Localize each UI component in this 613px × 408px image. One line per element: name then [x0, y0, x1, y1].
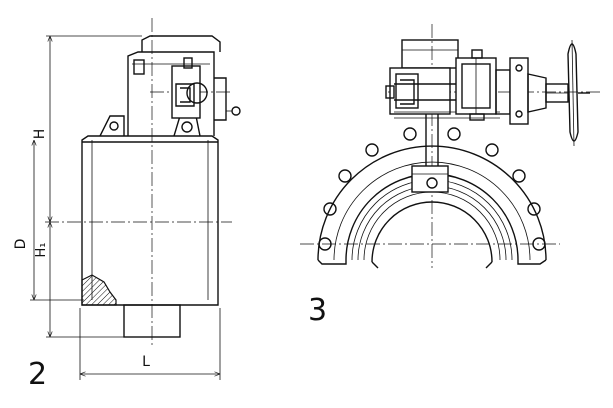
bore-left-end	[371, 261, 379, 269]
bolt-hole	[447, 127, 461, 141]
label-l: L	[142, 354, 150, 370]
bolt-hole	[485, 143, 499, 157]
label-h1: H₁	[34, 243, 49, 258]
valve-body	[81, 135, 219, 306]
bolt-hole	[403, 127, 417, 141]
bolt-hole	[323, 202, 337, 216]
section-hatch	[81, 274, 117, 306]
bottom-boss	[123, 304, 181, 338]
gearbox-top	[401, 39, 459, 69]
left-bracket-hole	[109, 121, 119, 131]
label-d: D	[13, 239, 29, 250]
figure-3-flange-front-view: 3	[300, 24, 600, 328]
indicator-window	[175, 83, 195, 107]
figure-2-valve-side-view: H D H₁ L 2	[13, 18, 241, 392]
bolt-hole	[532, 237, 546, 251]
worm-foot	[469, 113, 485, 121]
gearbox-cover	[141, 35, 221, 52]
bolt-hole	[338, 169, 352, 183]
bore-right-end	[485, 261, 493, 269]
side-flange	[214, 77, 227, 121]
bolt-hole	[365, 143, 379, 157]
bolt-holes	[318, 127, 546, 251]
worm-cap	[471, 49, 483, 59]
gearbox-side-lug	[385, 85, 395, 99]
gearbox-housing	[127, 51, 215, 136]
drive-flange-plate	[509, 57, 529, 125]
gearbox-lug	[133, 59, 145, 75]
label-h: H	[32, 129, 48, 140]
figure-2-number: 2	[28, 357, 47, 392]
bolt-hole	[512, 169, 526, 183]
flange-right-foot	[517, 259, 547, 265]
figure-3-number: 3	[308, 293, 327, 328]
flange-outer-arc	[317, 145, 547, 261]
side-screw	[231, 106, 241, 116]
gearbox-body	[389, 67, 451, 115]
bolt-circle-arc	[333, 161, 531, 261]
flange-bolt	[515, 64, 523, 72]
left-bracket	[99, 115, 125, 137]
flange-left-foot	[317, 259, 347, 265]
bore-arc	[371, 201, 493, 263]
gearbox-window-inner	[400, 79, 415, 105]
right-bracket	[173, 115, 201, 137]
center-block-bolt	[426, 177, 438, 189]
bolt-hole	[318, 237, 332, 251]
indicator-frame	[180, 87, 191, 103]
bolt-hole	[527, 202, 541, 216]
handwheel-bonnet	[527, 73, 547, 113]
right-bracket-hole	[181, 121, 193, 133]
gearbox-window	[395, 73, 419, 109]
handwheel-rim	[567, 43, 579, 142]
top-screw	[183, 57, 193, 69]
flange-bolt	[515, 110, 523, 118]
handwheel-hub	[186, 82, 208, 104]
handwheel-rim-center	[571, 39, 575, 147]
